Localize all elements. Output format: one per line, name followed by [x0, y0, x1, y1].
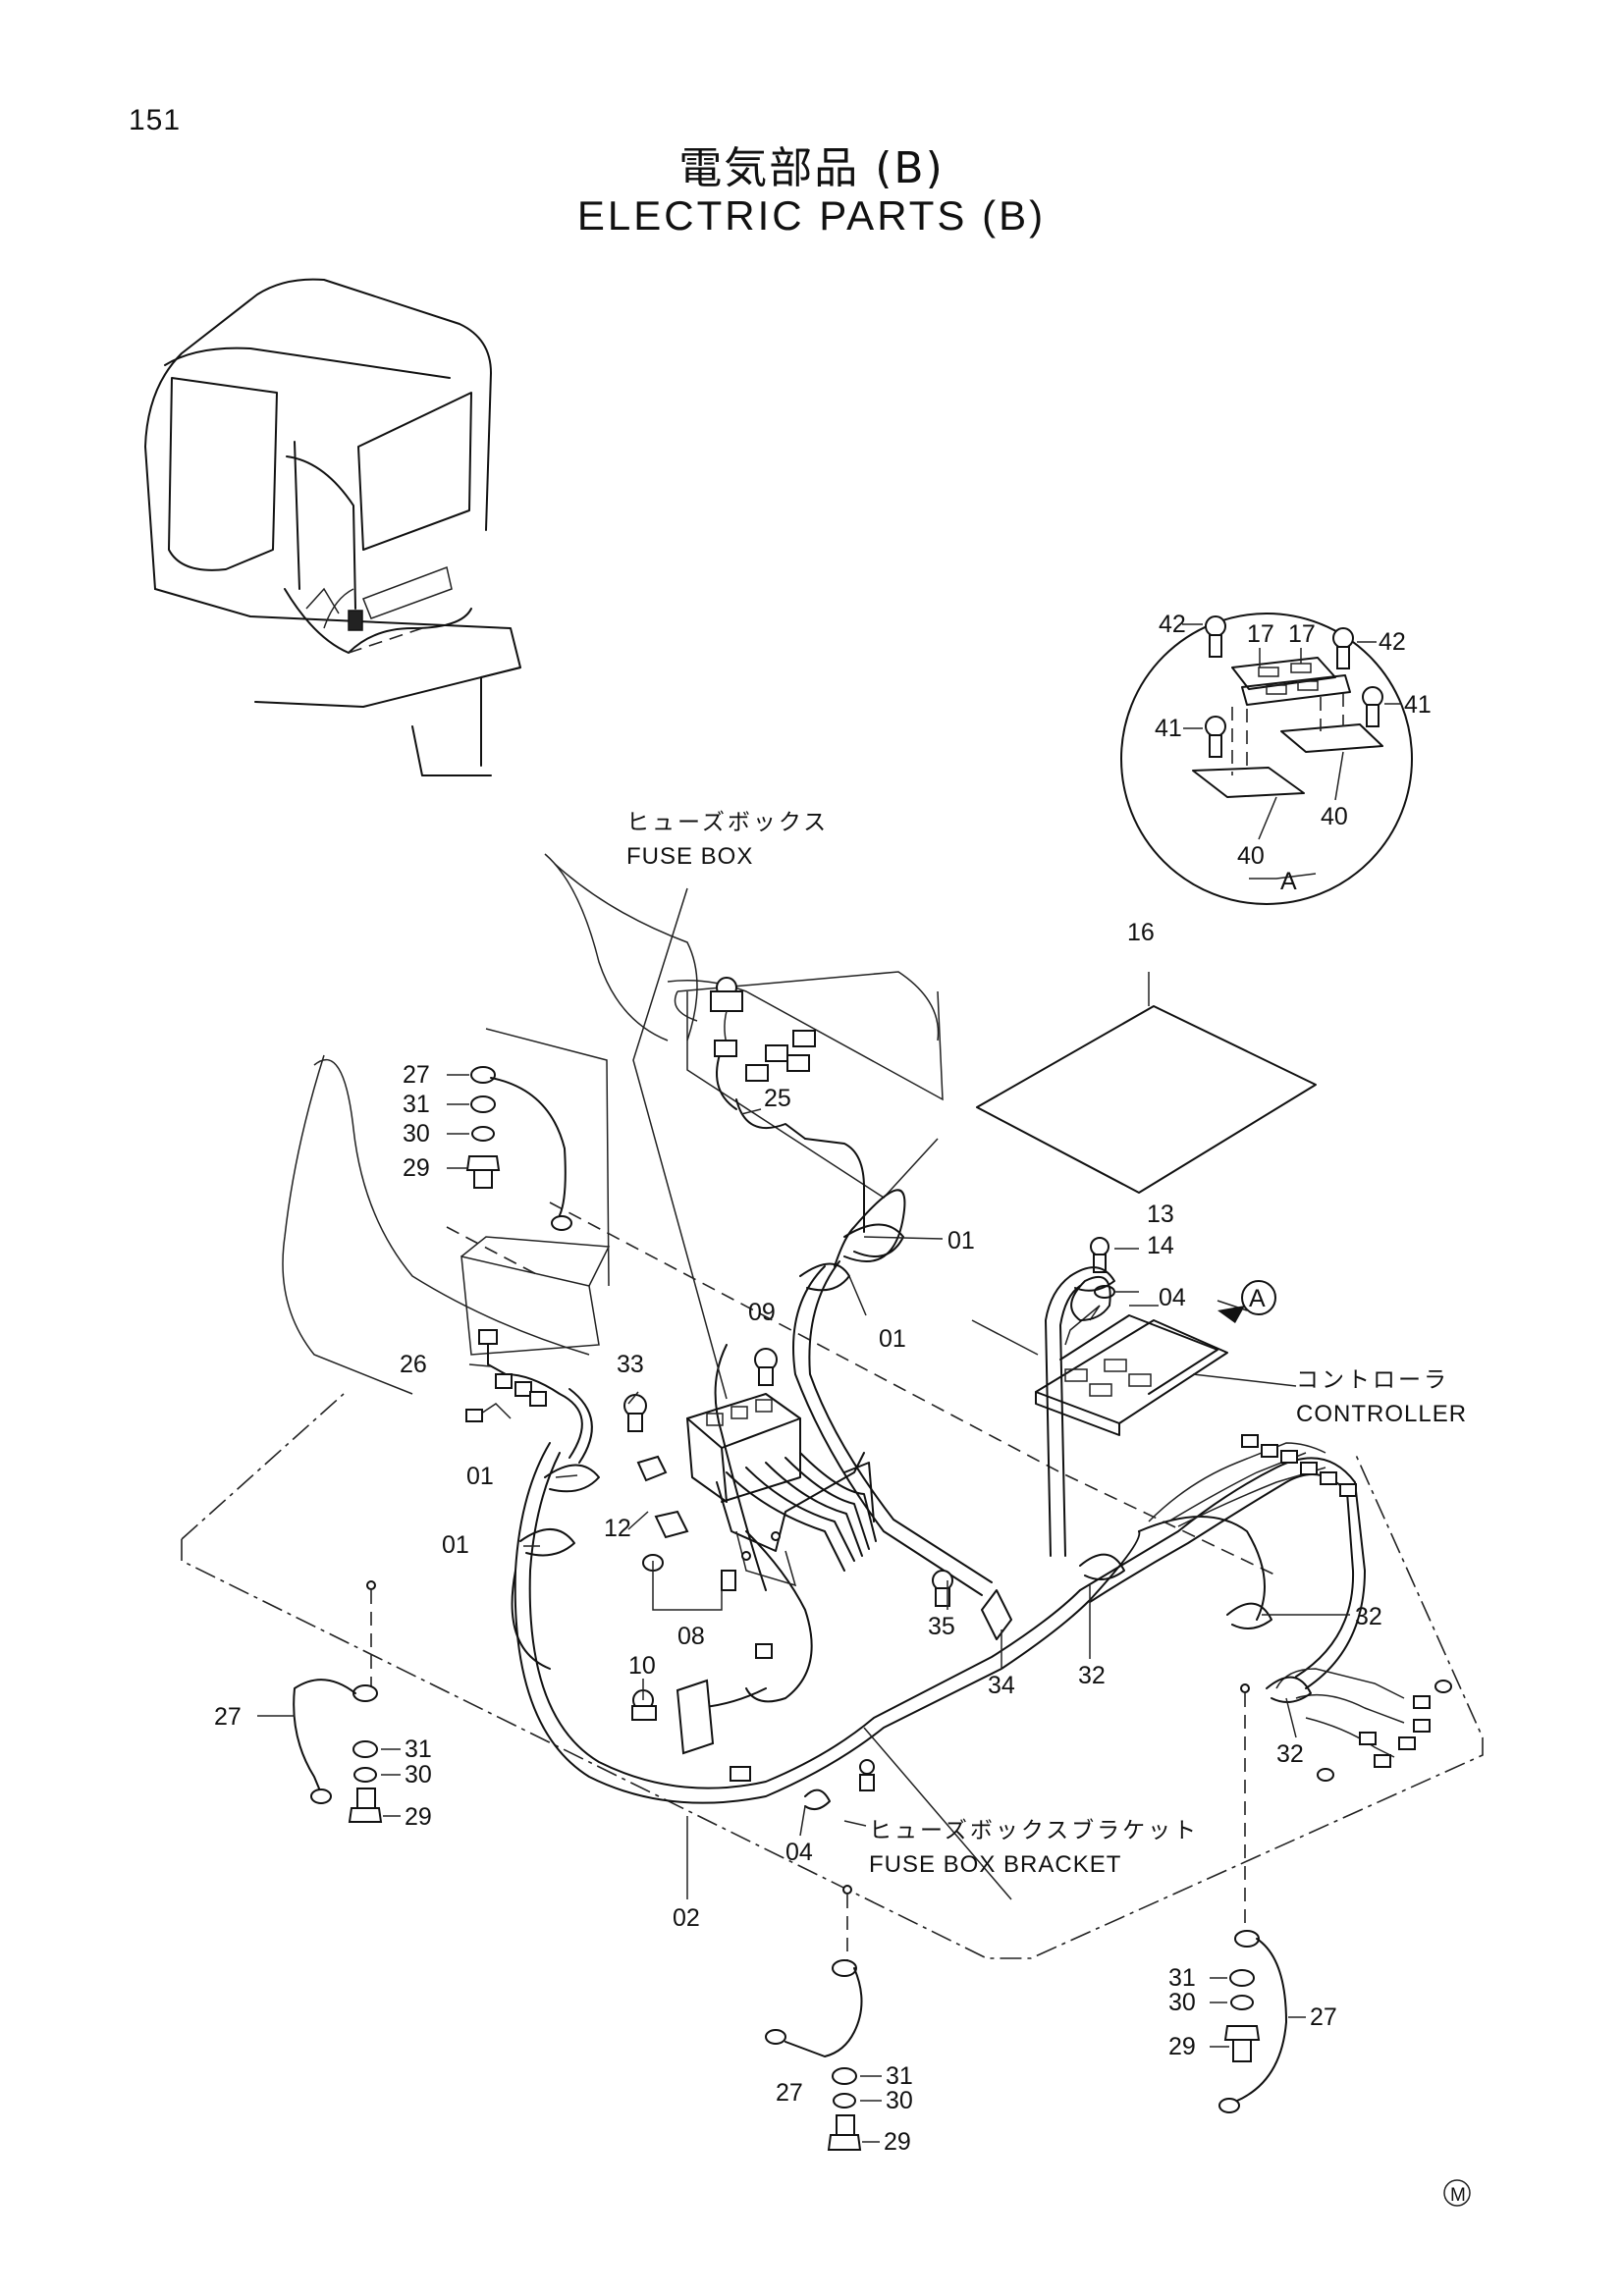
label-34: 34 [988, 1672, 1015, 1699]
label-16: 16 [1127, 919, 1155, 946]
label-32-a: 32 [1078, 1662, 1106, 1689]
detail-label-40-right: 40 [1321, 803, 1348, 830]
detail-label-40-left: 40 [1237, 842, 1265, 870]
cab-frame-background [282, 853, 1277, 1576]
bolt-41-right [1362, 686, 1383, 727]
excavator-cab-thumbnail [144, 278, 521, 776]
label-01-c: 01 [466, 1463, 494, 1490]
label-31-a: 31 [403, 1091, 430, 1118]
title-english: ELECTRIC PARTS (B) [576, 192, 1047, 239]
label-31-b: 31 [405, 1735, 432, 1763]
label-31-c: 31 [886, 2062, 913, 2090]
label-04-bottom: 04 [785, 1839, 813, 1866]
detail-a-view: 42 17 17 42 41 41 40 40 A [1120, 611, 1432, 905]
label-32-b: 32 [1355, 1603, 1382, 1630]
label-26: 26 [400, 1351, 427, 1378]
label-29-c: 29 [884, 2128, 911, 2156]
part-number-labels: 16 13 14 04 25 01 01 09 27 31 30 29 26 3… [214, 919, 1382, 2156]
label-12: 12 [604, 1515, 631, 1542]
m-mark: M [1443, 2179, 1471, 2207]
detail-label-42-right: 42 [1379, 628, 1406, 656]
detail-label-41-right: 41 [1404, 691, 1432, 719]
label-27-c: 27 [776, 2079, 803, 2107]
connector-bundle-right [1148, 1434, 1452, 1782]
leader-lines [468, 887, 1350, 1900]
detail-label-41-left: 41 [1155, 715, 1182, 742]
title-japanese: 電気部品 (B) [678, 143, 945, 193]
label-02: 02 [673, 1904, 700, 1932]
label-30-b: 30 [405, 1761, 432, 1789]
label-29-a: 29 [403, 1154, 430, 1182]
label-30-a: 30 [403, 1120, 430, 1148]
label-35: 35 [928, 1613, 955, 1640]
fuse-box-label-jp: ヒューズボックス [626, 810, 829, 835]
label-25: 25 [764, 1085, 791, 1112]
detail-label-42-left: 42 [1159, 611, 1186, 638]
label-30-c: 30 [886, 2087, 913, 2114]
hardware-parts [465, 977, 953, 1791]
detail-ref-a: A [1249, 1285, 1266, 1312]
label-08: 08 [677, 1623, 705, 1650]
label-09: 09 [748, 1299, 776, 1326]
label-27-b: 27 [214, 1703, 242, 1731]
floor-plate-outline [181, 1452, 1484, 1959]
label-14: 14 [1147, 1232, 1174, 1259]
label-10: 10 [628, 1652, 656, 1680]
ground-cable-group-b [257, 1580, 401, 1823]
bolt-41-left [1205, 716, 1226, 758]
label-30-d: 30 [1168, 1989, 1196, 2016]
label-31-d: 31 [1168, 1964, 1196, 1992]
controller-label-jp: コントローラ [1296, 1367, 1449, 1393]
label-32-c: 32 [1276, 1740, 1304, 1768]
sheet-16 [976, 972, 1317, 1194]
m-mark-letter: M [1450, 2185, 1466, 2206]
detail-label-17-right: 17 [1288, 620, 1316, 648]
label-01-b: 01 [879, 1325, 906, 1353]
label-29-d: 29 [1168, 2033, 1196, 2060]
controller-unit: A [1035, 1237, 1297, 1436]
bolt-42-left [1205, 615, 1226, 658]
page-number: 151 [129, 104, 182, 136]
bolt-42-right [1332, 627, 1354, 669]
harness-clamps [519, 1223, 1312, 1811]
controller-label-en: CONTROLLER [1296, 1401, 1467, 1427]
fuse-box-bracket-label-jp: ヒューズボックスブラケット [869, 1818, 1199, 1843]
fuse-box-bracket-label-en: FUSE BOX BRACKET [869, 1851, 1121, 1878]
label-01-a: 01 [947, 1227, 975, 1255]
label-01-d: 01 [442, 1531, 469, 1559]
fuse-box-assembly [686, 1393, 877, 1587]
detail-label-17-left: 17 [1247, 620, 1274, 648]
label-27-d: 27 [1310, 2003, 1337, 2031]
ground-cable-group-a [447, 1028, 610, 1287]
label-04-top: 04 [1159, 1284, 1186, 1311]
detail-title-a: A [1280, 868, 1297, 895]
ground-cable-group-d [1210, 1683, 1306, 2113]
ground-cable-group-c [765, 1885, 882, 2151]
label-13: 13 [1147, 1201, 1174, 1228]
label-27-a: 27 [403, 1061, 430, 1089]
fuse-box-label-en: FUSE BOX [626, 843, 753, 870]
label-33: 33 [617, 1351, 644, 1378]
label-29-b: 29 [405, 1803, 432, 1831]
